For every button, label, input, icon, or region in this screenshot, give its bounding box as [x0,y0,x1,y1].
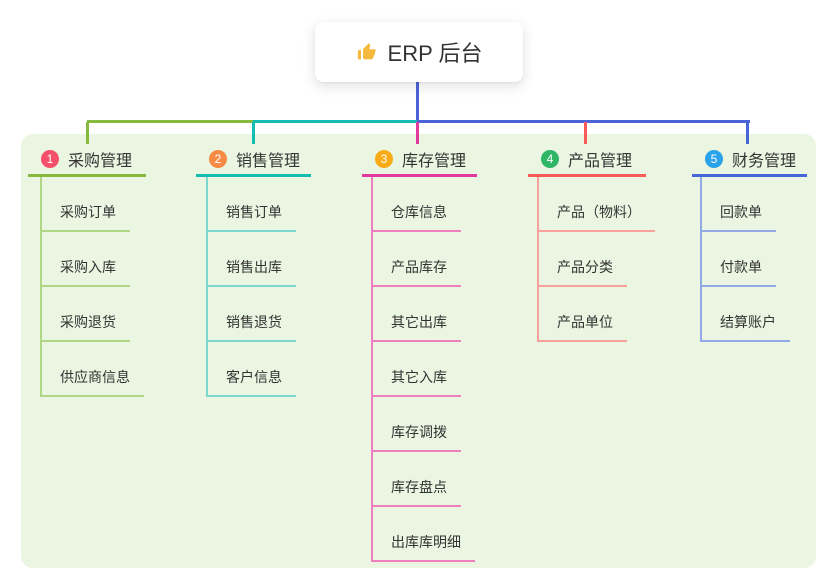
child-node-label: 结算账户 [702,312,790,342]
branch-title-label: 产品管理 [568,153,633,170]
child-node-label: 销售订单 [208,202,296,232]
child-node: 采购入库 [42,232,144,287]
child-node: 仓库信息 [373,177,475,232]
child-node: 回款单 [702,177,790,232]
branch-badge: 3 [375,150,393,168]
branch-title-label: 采购管理 [68,153,133,170]
child-node-label: 仓库信息 [373,202,461,232]
branch-badge: 4 [541,150,559,168]
branch-title: 2 销售管理 [196,144,311,177]
child-node-label: 供应商信息 [42,367,144,397]
child-node: 库存盘点 [373,452,475,507]
child-node-label: 产品库存 [373,257,461,287]
child-node: 销售订单 [208,177,296,232]
child-node: 产品（物料） [539,177,655,232]
branch-title: 3 库存管理 [362,144,477,177]
connector-root-drop [416,82,419,122]
connector-drop-product [584,122,587,144]
branch-badge: 1 [41,150,59,168]
child-node-label: 回款单 [702,202,776,232]
child-node-label: 库存盘点 [373,477,461,507]
branch-badge: 5 [705,150,723,168]
child-node: 其它出库 [373,287,475,342]
child-node: 结算账户 [702,287,790,342]
branch-sales-management: 2 销售管理 销售订单销售出库销售退货客户信息 [196,144,311,397]
child-node: 库存调拨 [373,397,475,452]
child-node: 产品单位 [539,287,655,342]
child-node-label: 其它出库 [373,312,461,342]
connector-bus-mid [253,120,418,123]
branch-badge: 2 [209,150,227,168]
child-node: 出库库明细 [373,507,475,562]
child-node: 采购订单 [42,177,144,232]
child-node-label: 产品单位 [539,312,627,342]
child-node: 产品库存 [373,232,475,287]
connector-drop-sales [252,122,255,144]
branch-title-label: 财务管理 [732,153,797,170]
branch-purchase-management: 1 采购管理 采购订单采购入库采购退货供应商信息 [28,144,146,397]
branch-title: 4 产品管理 [528,144,646,177]
connector-drop-inventory [416,122,419,144]
branch-children: 销售订单销售出库销售退货客户信息 [206,177,296,397]
thumbs-up-icon [356,41,378,63]
branch-children: 回款单付款单结算账户 [700,177,790,342]
root-node: ERP 后台 [315,22,523,82]
child-node-label: 其它入库 [373,367,461,397]
child-node: 供应商信息 [42,342,144,397]
child-node-label: 销售出库 [208,257,296,287]
child-node-label: 产品分类 [539,257,627,287]
branch-title: 5 财务管理 [692,144,807,177]
branch-title-label: 销售管理 [236,153,301,170]
child-node: 付款单 [702,232,790,287]
branch-children: 产品（物料） 产品分类产品单位 [537,177,655,342]
child-node-label: 销售退货 [208,312,296,342]
child-node-label: 采购入库 [42,257,130,287]
root-node-label: ERP 后台 [387,41,483,66]
branch-inventory-management: 3 库存管理 仓库信息产品库存其它出库其它入库库存调拨库存盘点出库库明细 [362,144,477,562]
child-node: 销售退货 [208,287,296,342]
child-node: 产品分类 [539,232,655,287]
child-node-label: 采购退货 [42,312,130,342]
child-node-label: 采购订单 [42,202,130,232]
connector-bus-right [417,120,750,123]
branch-children: 仓库信息产品库存其它出库其它入库库存调拨库存盘点出库库明细 [371,177,475,562]
branch-children: 采购订单采购入库采购退货供应商信息 [40,177,144,397]
child-node-label: 出库库明细 [373,532,475,562]
connector-drop-finance [746,122,749,144]
canvas-panel [21,134,816,568]
branch-product-management: 4 产品管理 产品（物料） 产品分类产品单位 [528,144,655,342]
child-node: 销售出库 [208,232,296,287]
child-node-label: 付款单 [702,257,776,287]
child-node: 其它入库 [373,342,475,397]
child-node: 客户信息 [208,342,296,397]
branch-finance-management: 5 财务管理 回款单付款单结算账户 [692,144,807,342]
connector-bus-left [87,120,254,123]
branch-title-label: 库存管理 [402,153,467,170]
branch-title: 1 采购管理 [28,144,146,177]
child-node: 采购退货 [42,287,144,342]
child-node-label: 库存调拨 [373,422,461,452]
child-node-label: 客户信息 [208,367,296,397]
connector-drop-purchase [86,122,89,144]
child-node-label: 产品（物料） [539,202,655,232]
